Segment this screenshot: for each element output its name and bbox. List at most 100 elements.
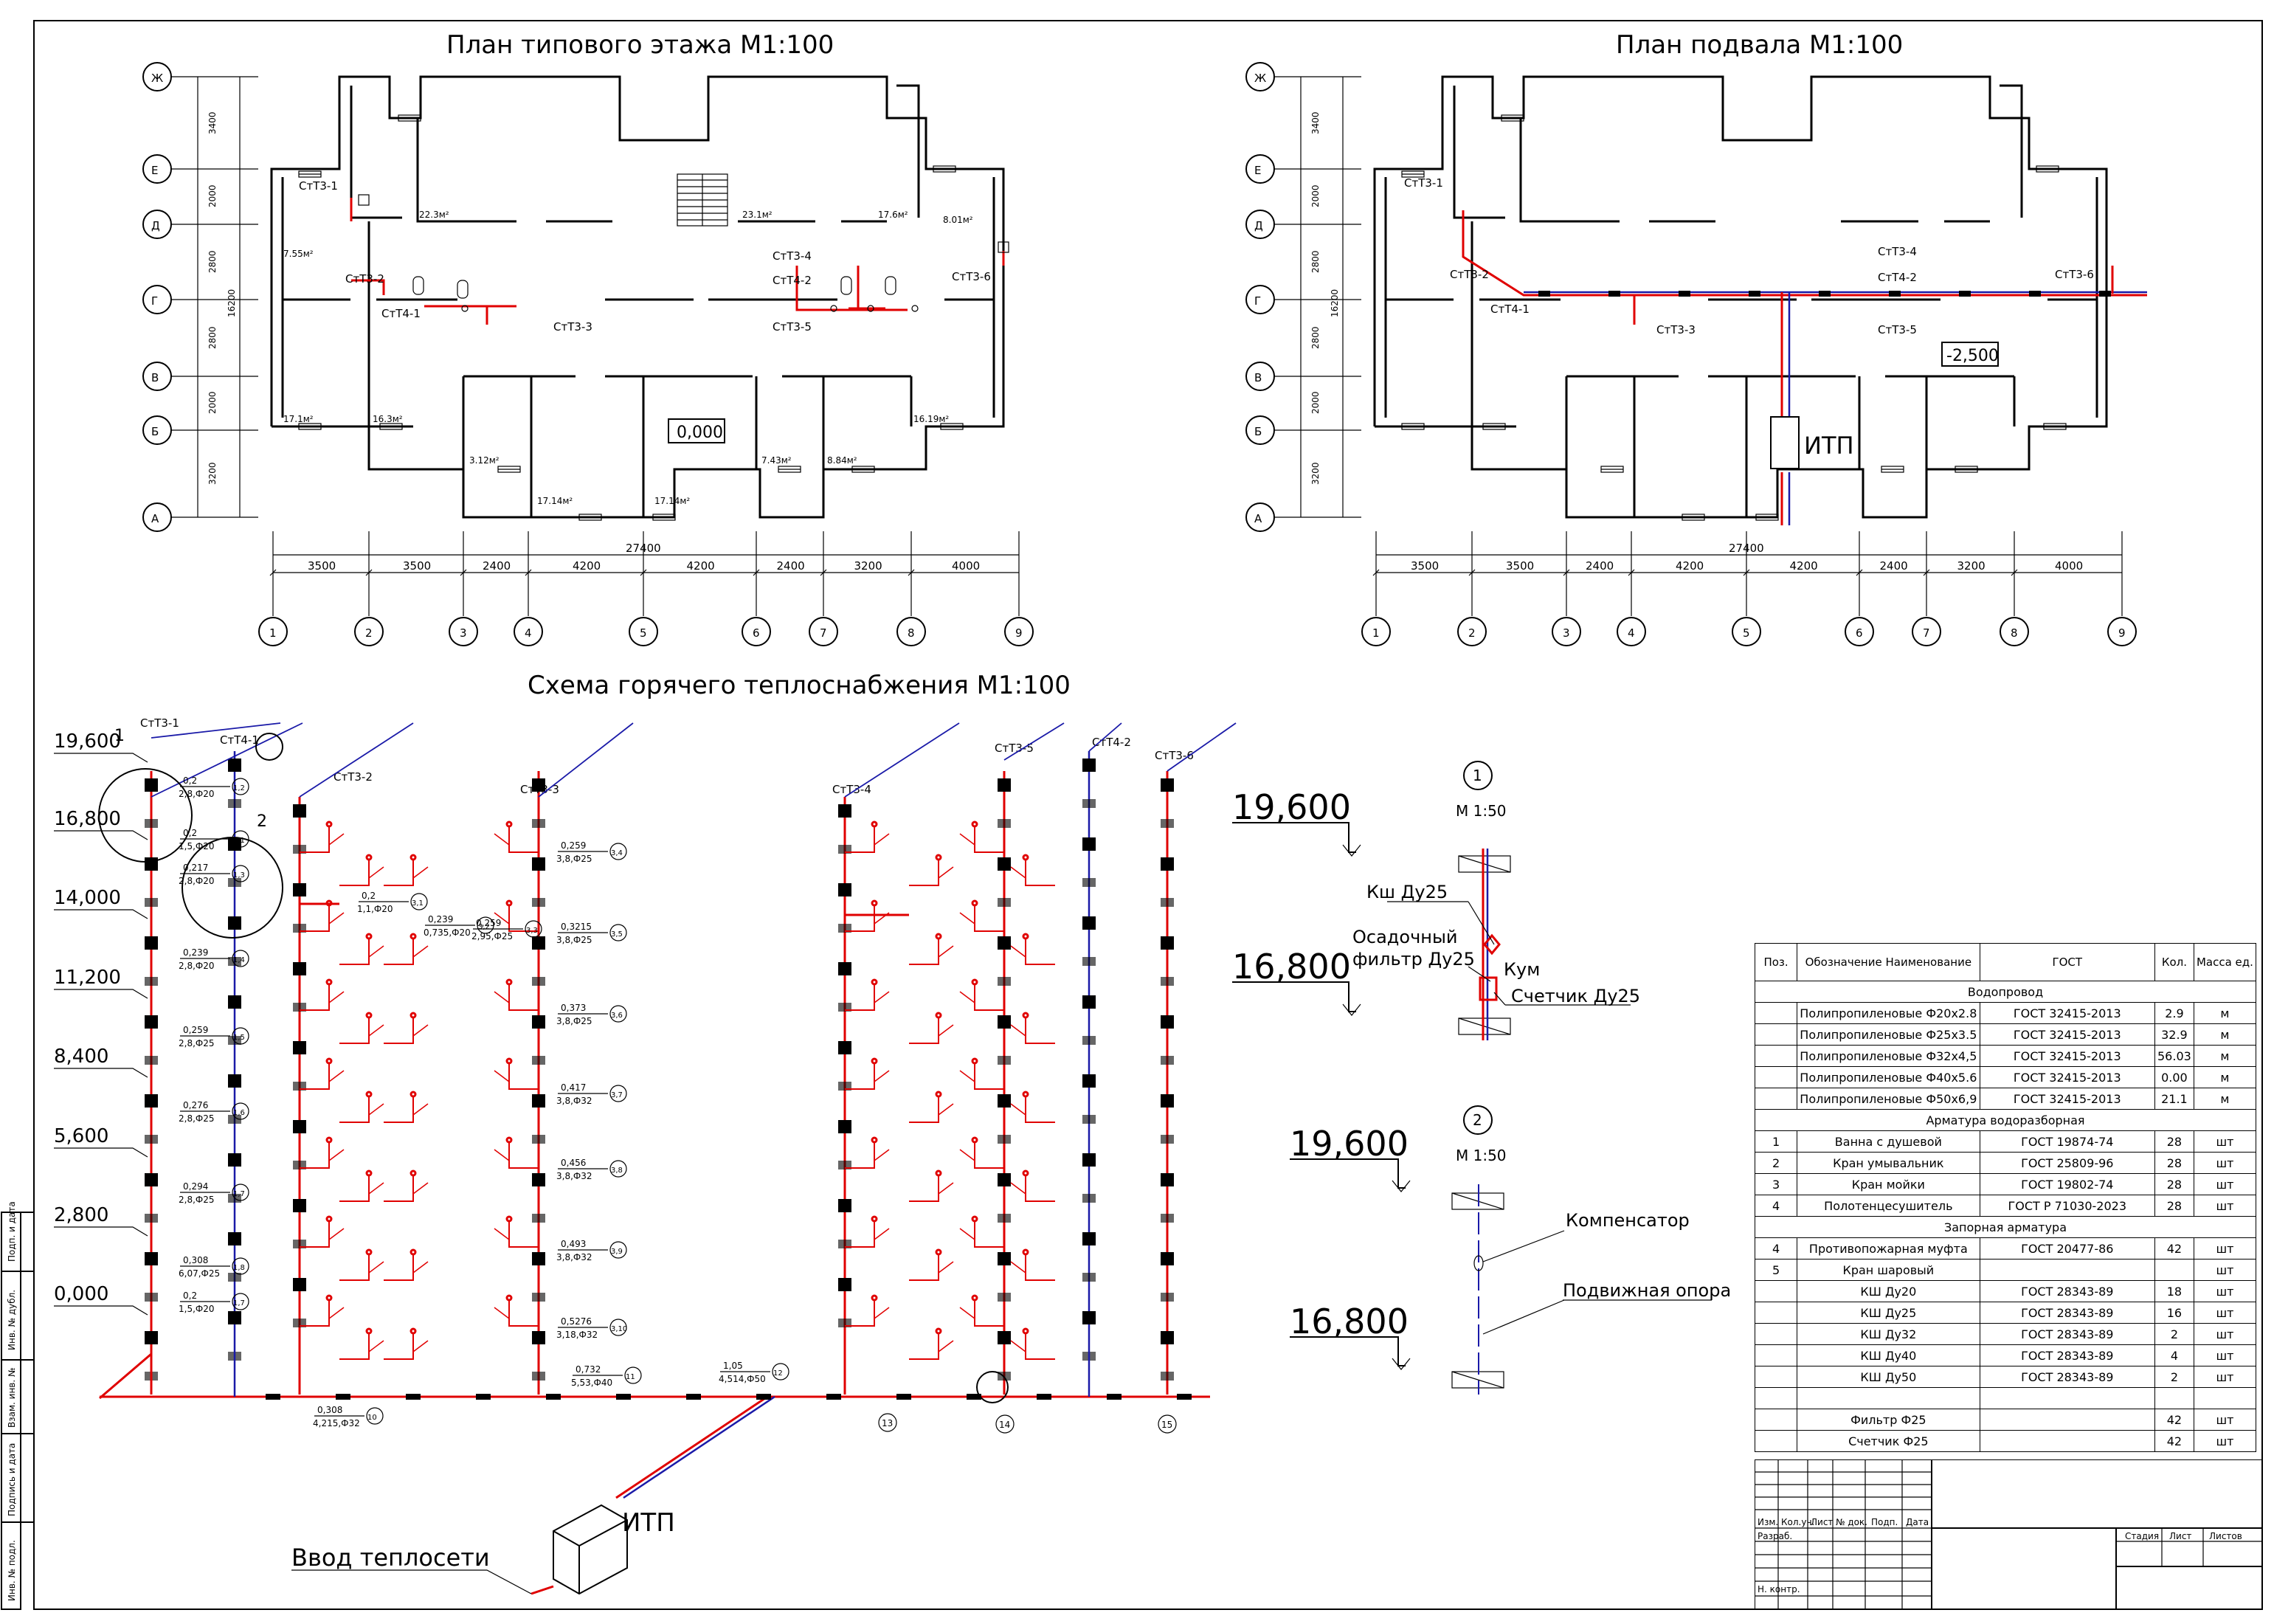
level-mark: 19,600 bbox=[1290, 1124, 1409, 1164]
axis-col-label: 3 bbox=[460, 626, 467, 640]
node-number: 15 bbox=[1161, 1420, 1172, 1430]
spec-cell-pos bbox=[1754, 1323, 1798, 1345]
valve bbox=[1022, 933, 1029, 940]
branch bbox=[845, 1063, 875, 1090]
title-block-label: Изм. bbox=[1758, 1517, 1778, 1527]
branch bbox=[959, 912, 975, 925]
annotation-pipe: 2,8,Ф20 bbox=[179, 876, 215, 886]
valve bbox=[971, 1294, 978, 1302]
row-dim: 3200 bbox=[1310, 462, 1321, 485]
spec-cell-pos: 4 bbox=[1754, 1237, 1798, 1260]
pipe-fitting bbox=[896, 1394, 911, 1400]
branch bbox=[959, 833, 975, 846]
riser-fitting bbox=[532, 1173, 545, 1186]
annotation-pipe: 3,18,Ф32 bbox=[556, 1330, 598, 1340]
branch bbox=[974, 905, 1004, 932]
spec-cell-pos bbox=[1754, 1409, 1798, 1431]
valve bbox=[365, 1248, 373, 1256]
riser-fitting bbox=[1082, 1074, 1096, 1088]
branch bbox=[1010, 1261, 1026, 1274]
branch bbox=[494, 912, 510, 925]
valve bbox=[505, 1215, 513, 1223]
branch bbox=[412, 1182, 429, 1195]
pipe-fitting bbox=[1819, 291, 1831, 297]
valve bbox=[1022, 1091, 1029, 1098]
spec-cell-gost: ГОСТ 28343-89 bbox=[1979, 1302, 2155, 1324]
stamp-4: Подпись и дата bbox=[7, 1443, 17, 1516]
spec-cell-qty: 2.9 bbox=[2154, 1002, 2194, 1024]
valve bbox=[409, 1169, 417, 1177]
wall bbox=[270, 75, 1005, 519]
branch bbox=[412, 1103, 429, 1116]
room-area: 17.6м² bbox=[878, 210, 908, 220]
node-circle bbox=[995, 1414, 1015, 1434]
valve bbox=[971, 978, 978, 986]
branch bbox=[300, 984, 330, 1011]
side-stamp: Подп. и дата Инв. № дубл. Взам. инв. № П… bbox=[1, 1201, 34, 1610]
branch bbox=[845, 1221, 875, 1248]
riser-fitting bbox=[532, 1372, 545, 1381]
spec-cell-qty: 2 bbox=[2154, 1323, 2194, 1345]
spec-cell-qty: 28 bbox=[2154, 1195, 2194, 1217]
branch bbox=[974, 984, 1004, 1011]
spec-cell-gost: ГОСТ 28343-89 bbox=[1979, 1280, 2155, 1302]
riser-fitting bbox=[998, 977, 1011, 986]
spec-cell-gost: ГОСТ 19874-74 bbox=[1979, 1130, 2155, 1153]
riser-fitting bbox=[532, 1015, 545, 1029]
col-dim: 4000 bbox=[2055, 559, 2083, 573]
branch bbox=[339, 1017, 370, 1044]
branch bbox=[339, 1175, 370, 1202]
title-block-label: Листов bbox=[2209, 1531, 2242, 1541]
branch bbox=[938, 1261, 954, 1274]
axis-col-bubble bbox=[354, 617, 384, 646]
spec-cell-gost bbox=[1979, 1387, 2155, 1409]
spec-cell-pos bbox=[1754, 1066, 1798, 1088]
axis-col-label: 7 bbox=[820, 626, 827, 640]
riser-fitting bbox=[1082, 1232, 1096, 1245]
node-circle bbox=[1158, 1414, 1177, 1434]
total-width-dim: 27400 bbox=[626, 542, 661, 555]
room-area: 7.43м² bbox=[761, 455, 792, 466]
total-height-dim: 16200 bbox=[227, 289, 237, 317]
level-mark: 19,600 bbox=[54, 730, 121, 753]
fixture bbox=[885, 276, 896, 295]
branch bbox=[1025, 939, 1055, 965]
callout-number: 1 bbox=[114, 727, 125, 745]
riser-label: СтТ3-5 bbox=[1878, 323, 1917, 336]
spec-cell-pos: 1 bbox=[1754, 1130, 1798, 1153]
valve bbox=[505, 978, 513, 986]
riser-label: СтТ3-4 bbox=[773, 249, 812, 263]
valve bbox=[935, 854, 942, 861]
annotation-value: 0,308 bbox=[317, 1405, 342, 1415]
title-block-label: Лист bbox=[2169, 1531, 2191, 1541]
branch bbox=[368, 1182, 384, 1195]
riser-fitting bbox=[998, 778, 1011, 792]
annotation-number: 1,4 bbox=[233, 956, 245, 964]
annotation-pipe: 4,215,Ф32 bbox=[313, 1418, 360, 1428]
heating-scheme: 19,60016,80014,00011,2008,4005,6002,8000… bbox=[54, 716, 1237, 1595]
riser-fitting bbox=[1082, 1311, 1096, 1324]
riser-fitting bbox=[228, 1232, 241, 1245]
axis-col-bubble bbox=[1004, 617, 1034, 646]
detail-label: Осадочный bbox=[1352, 927, 1458, 947]
wall bbox=[1373, 75, 2108, 519]
spec-cell-qty: 0.00 bbox=[2154, 1066, 2194, 1088]
valve bbox=[871, 820, 878, 828]
riser-fitting bbox=[145, 819, 158, 828]
level-mark: 16,800 bbox=[54, 808, 121, 830]
valve bbox=[325, 1057, 333, 1065]
branch bbox=[494, 1070, 510, 1082]
annotation-number: 1,7 bbox=[233, 1299, 245, 1307]
axis-col-label: 8 bbox=[2011, 626, 2018, 640]
annotation-value: 0,732 bbox=[576, 1364, 601, 1375]
riser-fitting bbox=[998, 1252, 1011, 1265]
annotation-number: 3,4 bbox=[611, 849, 623, 857]
annotation-pipe: 3,8,Ф25 bbox=[556, 854, 592, 864]
riser-fitting bbox=[838, 1041, 851, 1054]
col-dim: 3200 bbox=[854, 559, 882, 573]
